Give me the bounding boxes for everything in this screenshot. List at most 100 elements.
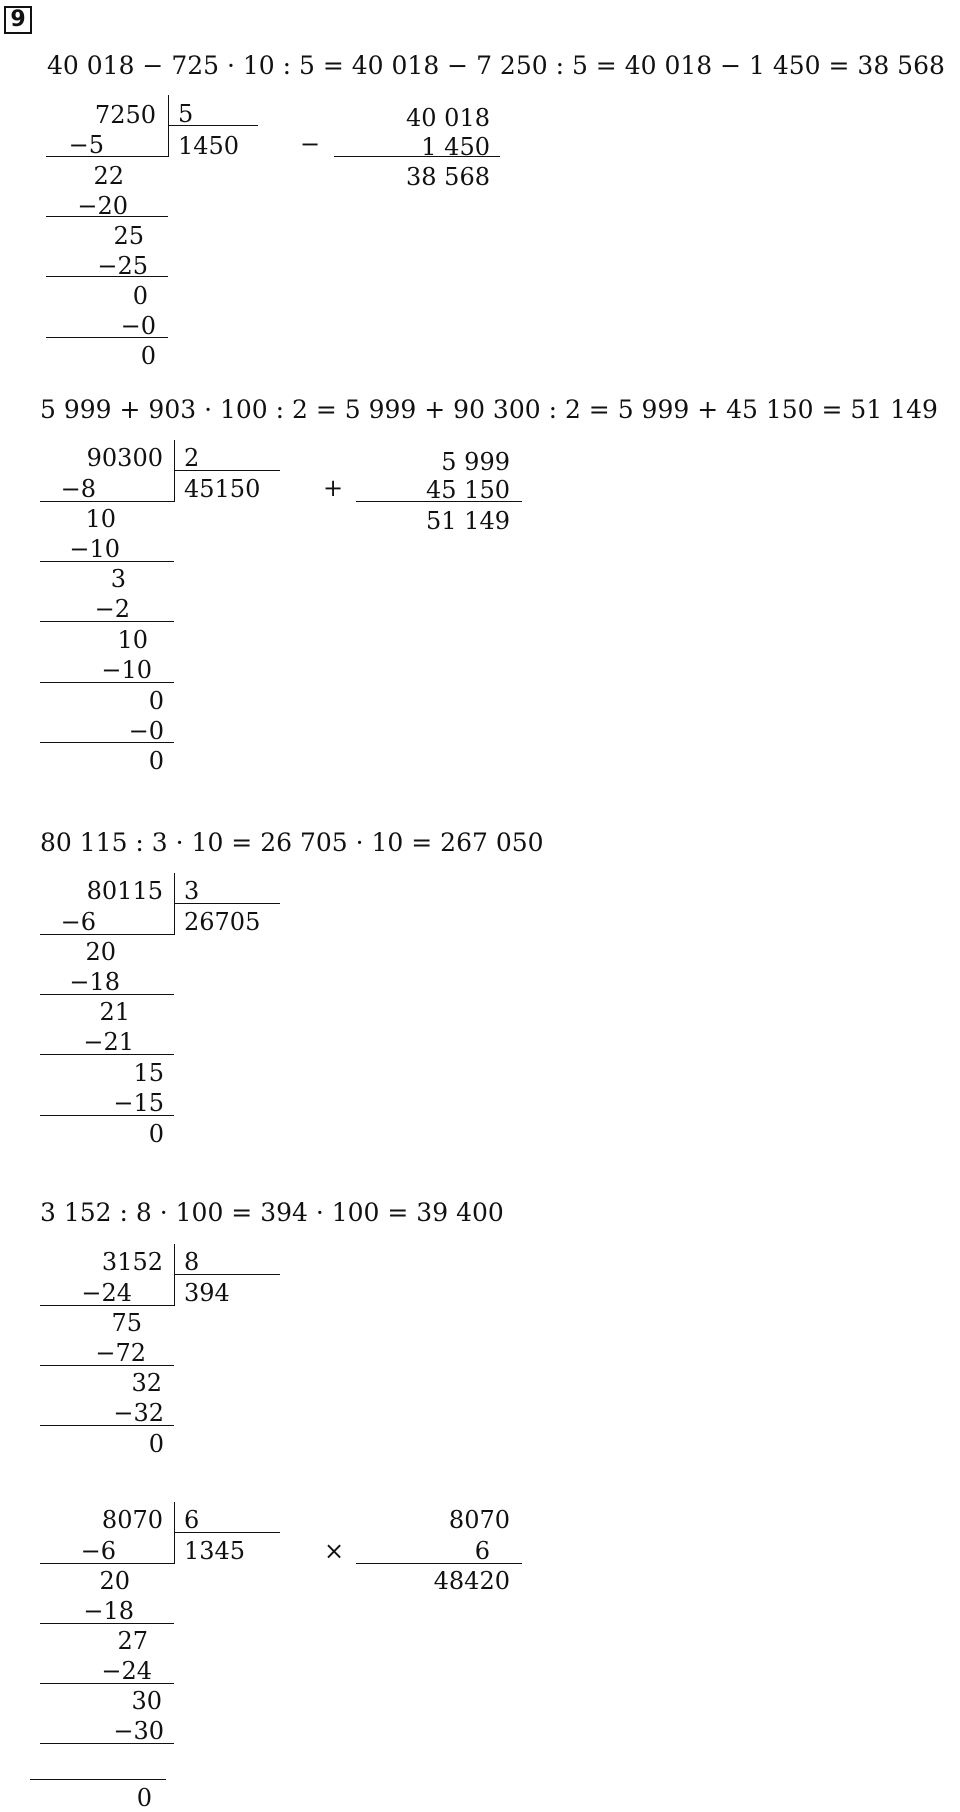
step-line [40, 1365, 174, 1366]
divisor-line [174, 903, 280, 904]
step: 20 [85, 938, 116, 966]
task-number-badge: 9 [4, 6, 32, 34]
step-line [40, 1425, 174, 1426]
step: 3 [110, 565, 126, 593]
dividend: 8070 [101, 1506, 163, 1534]
step-line [40, 621, 174, 622]
step: 0 [132, 282, 148, 310]
sum-line [334, 156, 500, 157]
operator-sign: × [324, 1537, 345, 1565]
step: −18 [83, 1597, 134, 1625]
step-line [40, 1743, 174, 1744]
step: 30 [131, 1687, 162, 1715]
step-line [40, 1623, 174, 1624]
dividend: 80115 [86, 877, 163, 905]
step-line [40, 934, 174, 935]
step: 32 [131, 1369, 162, 1397]
step-line [40, 994, 174, 995]
bottom-number: 45 150 [426, 476, 510, 504]
step-line [46, 216, 168, 217]
step: −10 [69, 535, 120, 563]
step: −0 [120, 312, 156, 340]
divisor: 3 [184, 877, 200, 905]
step-line [40, 682, 174, 683]
divisor: 6 [184, 1506, 200, 1534]
division-bar [174, 440, 175, 502]
step: 27 [117, 1627, 148, 1655]
step: −6 [80, 1537, 116, 1565]
step-line [40, 561, 174, 562]
step-line [40, 1683, 174, 1684]
quotient: 1345 [184, 1537, 246, 1565]
step-line [46, 337, 168, 338]
divisor-line [168, 125, 258, 126]
dividend: 7250 [94, 101, 156, 129]
step-line [46, 276, 168, 277]
result-number: 38 568 [406, 163, 490, 191]
equation-1: 40 018 − 725 · 10 : 5 = 40 018 − 7 250 :… [47, 51, 945, 80]
step: 22 [93, 162, 124, 190]
step-line [40, 1563, 174, 1564]
top-number: 40 018 [406, 104, 490, 132]
step: −24 [101, 1657, 152, 1685]
equation-3: 80 115 : 3 · 10 = 26 705 · 10 = 267 050 [40, 828, 544, 857]
step-line [30, 1779, 166, 1780]
step-line [40, 1115, 174, 1116]
step-line [46, 156, 168, 157]
step-line [40, 501, 174, 502]
step: 75 [111, 1309, 142, 1337]
operator-sign: + [323, 474, 344, 502]
divisor: 5 [178, 100, 194, 128]
product-line [356, 1563, 522, 1564]
step-line [40, 1305, 174, 1306]
dividend: 3152 [101, 1248, 163, 1276]
step: −72 [95, 1339, 146, 1367]
step: 0 [148, 1120, 164, 1148]
step: 0 [136, 1784, 152, 1812]
sum-line [356, 501, 522, 502]
dividend: 90300 [86, 444, 163, 472]
step-line [40, 1054, 174, 1055]
equation-2: 5 999 + 903 · 100 : 2 = 5 999 + 90 300 :… [40, 395, 938, 424]
step: −10 [101, 656, 152, 684]
step: 0 [140, 342, 156, 370]
step: −5 [68, 131, 104, 159]
divisor-line [174, 1274, 280, 1275]
division-bar [174, 1244, 175, 1306]
division-bar [174, 873, 175, 935]
step: −2 [94, 595, 130, 623]
step: −25 [97, 252, 148, 280]
quotient: 26705 [184, 908, 261, 936]
step: −30 [113, 1717, 164, 1745]
step: −32 [113, 1399, 164, 1427]
step-line [40, 742, 174, 743]
step: 15 [133, 1059, 164, 1087]
result-number: 48420 [433, 1567, 510, 1595]
bottom-number: 6 [474, 1537, 490, 1565]
divisor-line [174, 1532, 280, 1533]
operator-sign: − [300, 130, 321, 158]
divisor-line [174, 470, 280, 471]
step: −8 [60, 475, 96, 503]
top-number: 8070 [448, 1506, 510, 1534]
quotient: 1450 [178, 132, 240, 160]
step: 0 [148, 687, 164, 715]
equation-4: 3 152 : 8 · 100 = 394 · 100 = 39 400 [40, 1198, 504, 1227]
step: −18 [69, 968, 120, 996]
step: 10 [117, 626, 148, 654]
step: 25 [113, 222, 144, 250]
step: 20 [99, 1567, 130, 1595]
divisor: 8 [184, 1248, 200, 1276]
result-number: 51 149 [426, 507, 510, 535]
divisor: 2 [184, 444, 200, 472]
step: −6 [60, 908, 96, 936]
quotient: 394 [184, 1279, 230, 1307]
step: −20 [77, 192, 128, 220]
step: −0 [128, 717, 164, 745]
step: −21 [83, 1028, 134, 1056]
step: 21 [99, 998, 130, 1026]
division-bar [174, 1502, 175, 1564]
step: −15 [113, 1089, 164, 1117]
step: 0 [148, 747, 164, 775]
